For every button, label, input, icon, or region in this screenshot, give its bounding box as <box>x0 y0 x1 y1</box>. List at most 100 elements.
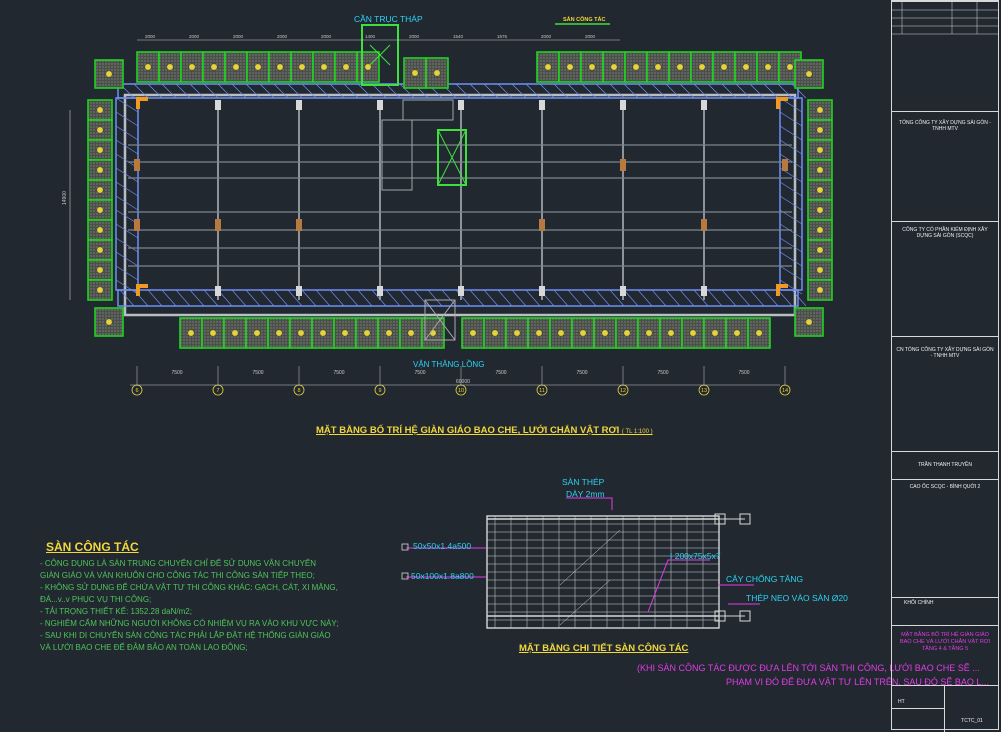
axis-label: 6 <box>135 388 138 394</box>
top-dimension-label: 1540 <box>453 34 464 39</box>
title-block: TỔNG CÔNG TY XÂY DỰNG SÀI GÒN - TNHH MTV… <box>891 0 999 732</box>
axis-label: 13 <box>701 388 707 394</box>
block-cell: KHỐI CHÍNH <box>892 597 998 625</box>
note-line-4: ĐÁ...v..v PHỤC VỤ THI CÔNG; <box>40 595 152 604</box>
top-dimension-label: 2000 <box>277 34 288 39</box>
scaffold-panel <box>87 119 113 141</box>
sheet-cell: HT TCTC_01 <box>892 685 998 732</box>
scaffold-panel <box>807 219 833 241</box>
consultant-cell: CÔNG TY CỔ PHẦN KIỂM ĐỊNH XÂY DỰNG SÀI G… <box>892 221 998 336</box>
scaffold-panel <box>794 59 824 89</box>
scaffold-panel <box>334 51 358 83</box>
top-dimension-label: 2000 <box>145 34 156 39</box>
scaffold-panel <box>734 51 758 83</box>
scaffold-panel <box>87 259 113 281</box>
scaffold-panel <box>807 99 833 121</box>
thickness-label: DÀY 2mm <box>566 489 605 499</box>
scaffold-panel <box>558 51 582 83</box>
structural-grid <box>128 99 792 300</box>
scaffold-panel <box>87 239 113 261</box>
scaffold-panel <box>202 51 226 83</box>
axis-label: 14 <box>782 388 788 394</box>
scaffold-panel <box>87 279 113 301</box>
plan-scale: ( TL 1:100 ) <box>621 429 653 435</box>
axis-label: 12 <box>620 388 626 394</box>
building-outline <box>123 93 797 317</box>
scaffold-panel <box>224 51 248 83</box>
grid-spacing-label: 7500 <box>171 370 182 376</box>
scaffold-panel <box>87 159 113 181</box>
section-1-label: 50x50x1.4a500 <box>413 541 472 551</box>
scaffold-panel <box>87 199 113 221</box>
axis-label: 8 <box>297 388 300 394</box>
top-dimension-label: 2000 <box>321 34 332 39</box>
revision-table <box>892 1 998 111</box>
scaffold-panel <box>807 139 833 161</box>
consultant-name: CÔNG TY CỔ PHẦN KIỂM ĐỊNH XÂY DỰNG SÀI G… <box>902 227 988 239</box>
axis-label: 7 <box>216 388 219 394</box>
scaffold-panels <box>87 51 833 349</box>
scaffold-panel <box>659 317 683 349</box>
note-line-8: VÀ LƯỚI BAO CHE ĐỂ ĐẢM BẢO AN TOÀN LAO Đ… <box>40 643 248 652</box>
contractor-cell: CN TỔNG CÔNG TY XÂY DỰNG SÀI GÒN - TNHH … <box>892 336 998 451</box>
owner-name: TỔNG CÔNG TY XÂY DỰNG SÀI GÒN - TNHH MTV <box>899 120 991 132</box>
platform-detail-drawing <box>401 497 760 629</box>
grid-spacing-label: 7500 <box>252 370 263 376</box>
scaffold-panel <box>180 51 204 83</box>
plan-title-text: MẶT BẰNG BỐ TRÍ HỆ GIÀN GIÁO BAO CHE, LƯ… <box>316 425 620 436</box>
owner-cell: TỔNG CÔNG TY XÂY DỰNG SÀI GÒN - TNHH MTV <box>892 111 998 221</box>
scaffold-panel <box>223 317 247 349</box>
grid-spacing-label: 7500 <box>576 370 587 376</box>
note-line-5: - TẢI TRỌNG THIẾT KẾ: 1352.28 daN/m2; <box>40 607 192 616</box>
scaffold-panel <box>646 51 670 83</box>
scaffold-panel <box>668 51 692 83</box>
scaffold-panel <box>602 51 626 83</box>
scaffold-panel <box>703 317 727 349</box>
scaffold-panel <box>807 159 833 181</box>
sheet-code: TCTC_01 <box>961 718 983 724</box>
axis-label: 11 <box>539 388 545 394</box>
scaffold-panel <box>807 239 833 261</box>
platform-tag: SÀN CÔNG TÁC <box>563 15 606 23</box>
scaffold-panel <box>87 99 113 121</box>
scaffold-panel <box>356 51 380 83</box>
scaffold-panel <box>245 317 269 349</box>
scaffold-panel <box>483 317 507 349</box>
scaffold-panel <box>712 51 736 83</box>
scaffold-panel <box>290 51 314 83</box>
tower-crane <box>361 24 467 186</box>
scaffold-panel <box>201 317 225 349</box>
scaffold-panel <box>505 317 529 349</box>
note-line-3: - KHÔNG SỬ DỤNG ĐỂ CHỨA VẬT TƯ THI CÔNG … <box>40 583 338 592</box>
beam-label: I 200x75x5x7 <box>670 551 721 561</box>
scaffold-panel <box>527 317 551 349</box>
anchor-label: THÉP NEO VÀO SÀN Ø20 <box>746 593 848 603</box>
top-dimension-label: 2000 <box>541 34 552 39</box>
drawing-title-cell: MẶT BẰNG BỐ TRÍ HỆ GIÀN GIÁO BAO CHE VÀ … <box>892 625 998 685</box>
person-name: TRẦN THANH TRUYỀN <box>918 462 972 468</box>
note-line-1: - CÔNG DỤNG LÀ SÀN TRUNG CHUYỂN CHỈ ĐỂ S… <box>40 559 317 568</box>
block-name: KHỐI CHÍNH <box>904 600 934 606</box>
detail-caption-2: PHẠM VI ĐÓ ĐỂ ĐƯA VẬT TƯ LÊN TRÊN, SAU Đ… <box>726 677 989 687</box>
project-name: CAO ỐC SCQC - BÌNH QUỚI 2 <box>909 484 981 490</box>
scaffold-panel <box>268 51 292 83</box>
scaffold-panel <box>158 51 182 83</box>
scaffold-panel <box>136 51 160 83</box>
scaffold-plan: CẦN TRỤC THÁP SÀN CÔNG TÁC VẬN THĂNG LỒN… <box>62 14 833 629</box>
axis-bubble <box>779 384 791 396</box>
top-dimension-label: 1575 <box>497 34 508 39</box>
scaffold-panel <box>690 51 714 83</box>
top-dimension-label: 1400 <box>365 34 376 39</box>
grid-spacing-label: 7500 <box>414 370 425 376</box>
scaffold-panel <box>807 259 833 281</box>
grid-spacing-label: 7500 <box>333 370 344 376</box>
scaffold-panel <box>794 307 824 337</box>
scaffold-panel <box>87 219 113 241</box>
contractor-name: CN TỔNG CÔNG TY XÂY DỰNG SÀI GÒN - TNHH … <box>896 347 994 359</box>
scaffold-panel <box>593 317 617 349</box>
perimeter-steel-frame <box>115 83 807 307</box>
scaffold-panel <box>549 317 573 349</box>
scaffold-panel <box>615 317 639 349</box>
scaffold-panel <box>377 317 401 349</box>
